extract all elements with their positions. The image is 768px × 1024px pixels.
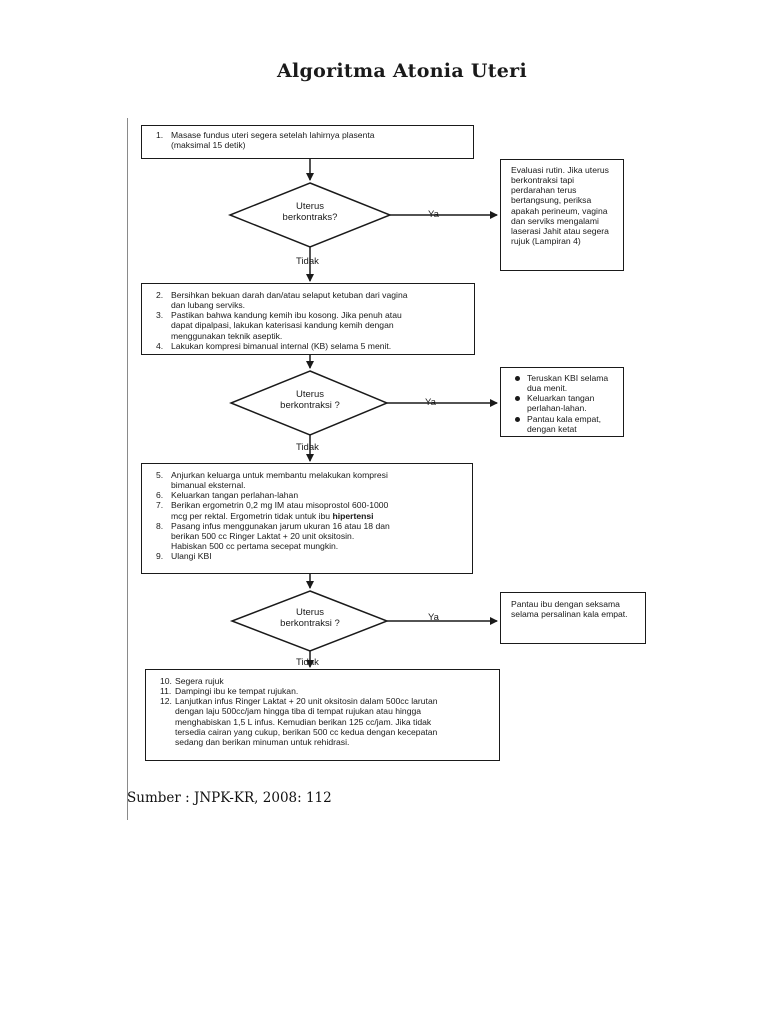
step-number: 4. [156, 340, 164, 351]
steps3-box: 5. Anjurkan keluarga untuk membantu melak… [141, 463, 473, 574]
decision1-line2: berkontraks? [282, 211, 338, 223]
step-item: 9. Ulangi KBI [156, 551, 466, 561]
step-text-line: menghabiskan 1,5 L infus. Kemudian berik… [175, 716, 432, 727]
page-title: Algoritma Atonia Uteri [276, 60, 528, 82]
yes2-box: Teruskan KBI selama dua menit.Keluarkan … [500, 367, 624, 437]
step-number: 11. [160, 686, 172, 697]
steps3-list: 5. Anjurkan keluarga untuk membantu melak… [156, 470, 466, 561]
decision3-no-label: Tidak [296, 657, 319, 668]
step-text-line: Berikan ergometrin 0,2 mg IM atau misopr… [171, 500, 389, 511]
step-item: 11.Dampingi ibu ke tempat rujukan. [160, 686, 493, 696]
step-text-line: dapat dipalpasi, lakukan katerisasi kand… [171, 320, 394, 331]
step-number: 6. [156, 490, 164, 501]
yes1-text: Evaluasi rutin. Jika uterus berkontraksi… [511, 165, 609, 246]
step-text-line: Lanjutkan infus Ringer Laktat + 20 unit … [175, 696, 438, 707]
step-item: 6. Keluarkan tangan perlahan-lahan [156, 490, 466, 500]
step-text-line: berikan 500 cc Ringer Laktat + 20 unit o… [171, 530, 355, 541]
step-item: 3. Pastikan bahwa kandung kemih ibu koson… [156, 310, 468, 340]
decision1-label: Uterus berkontraks? [260, 201, 360, 224]
step-text-line: Ulangi KBI [171, 551, 212, 562]
step-text-line: tersedia cairan yang cukup, berikan 500 … [175, 726, 438, 737]
source-citation: Sumber : JNPK-KR, 2008: 112 [127, 790, 332, 806]
decision1-yes-label: Ya [428, 209, 439, 220]
step-text-line: Keluarkan tangan perlahan-lahan [171, 490, 299, 501]
decision3-yes-label: Ya [428, 612, 439, 623]
step-number: 2. [156, 290, 164, 300]
step-item: 2. Bersihkan bekuan darah dan/atau selapu… [156, 290, 468, 310]
decision2-label: Uterus berkontraksi ? [260, 389, 360, 412]
decision1-no-label: Tidak [296, 256, 319, 267]
yes2-bullet-item: Keluarkan tangan perlahan-lahan. [515, 393, 617, 413]
step-text-line: Segera rujuk [175, 676, 224, 686]
decision2-yes-label: Ya [425, 397, 436, 408]
step-number: 12. [160, 696, 172, 707]
step-text-line: menggunakan teknik aseptik. [171, 330, 283, 341]
decision3-line1: Uterus [296, 607, 324, 618]
yes2-list: Teruskan KBI selama dua menit.Keluarkan … [509, 373, 617, 434]
yes2-bullet-item: Teruskan KBI selama dua menit. [515, 373, 617, 393]
decision2-no-label: Tidak [296, 442, 319, 453]
decision3-label: Uterus berkontraksi ? [260, 607, 360, 630]
step-number: 8. [156, 520, 164, 531]
step-text-line: Anjurkan keluarga untuk membantu melakuk… [171, 470, 388, 480]
yes2-bullet-item: Pantau kala empat, dengan ketat [515, 414, 617, 434]
step-item: 4. Lakukan kompresi bimanual internal (KB… [156, 341, 468, 351]
decision3-line2: berkontraksi ? [280, 617, 340, 629]
step-text-line: dan lubang serviks. [171, 300, 246, 311]
step-number: 3. [156, 310, 164, 321]
step-text-line: Lakukan kompresi bimanual internal (KB) … [171, 340, 392, 351]
step1-box: 1. Masase fundus uteri segera setelah lah… [141, 125, 474, 159]
decision2-line2: berkontraksi ? [280, 399, 340, 411]
step-text-line: dengan laju 500cc/jam hingga tiba di tem… [175, 706, 422, 717]
page-margin-line [127, 118, 128, 820]
step-item: 5. Anjurkan keluarga untuk membantu melak… [156, 470, 466, 490]
steps2-list: 2. Bersihkan bekuan darah dan/atau selapu… [156, 290, 468, 351]
step-text-line: bimanual eksternal. [171, 480, 246, 491]
yes1-box: Evaluasi rutin. Jika uterus berkontraksi… [500, 159, 624, 271]
step-emphasis: hipertensi [332, 510, 374, 521]
decision2-line1: Uterus [296, 389, 324, 400]
step-number: 5. [156, 470, 164, 480]
step-number: 9. [156, 551, 164, 562]
step-item: 12.Lanjutkan infus Ringer Laktat + 20 un… [160, 696, 493, 747]
step-text-line: Pastikan bahwa kandung kemih ibu kosong.… [171, 310, 402, 321]
yes3-text: Pantau ibu dengan seksama selama persali… [511, 599, 628, 620]
step-item: 7. Berikan ergometrin 0,2 mg IM atau miso… [156, 500, 466, 520]
step-text-line: Bersihkan bekuan darah dan/atau selaput … [171, 290, 408, 300]
yes3-box: Pantau ibu dengan seksama selama persali… [500, 592, 646, 644]
step-text-line: Habiskan 500 cc pertama secepat mungkin. [171, 540, 339, 551]
step-text-line: sedang dan berikan minuman untuk rehidra… [175, 736, 350, 747]
step-item: 10.Segera rujuk [160, 676, 493, 686]
step-item: 8. Pasang infus menggunakan jarum ukuran … [156, 521, 466, 551]
step-text-line: Dampingi ibu ke tempat rujukan. [175, 686, 299, 697]
step1-text: Masase fundus uteri segera setelah lahir… [171, 130, 375, 140]
decision1-line1: Uterus [296, 201, 324, 212]
step-number: 7. [156, 500, 164, 511]
step-text-line: mcg per rektal. Ergometrin tidak untuk i… [171, 510, 331, 521]
step1-subtext: (maksimal 15 detik) [171, 140, 246, 151]
steps2-box: 2. Bersihkan bekuan darah dan/atau selapu… [141, 283, 475, 355]
step-text-line: Pasang infus menggunakan jarum ukuran 16… [171, 520, 390, 531]
step-number: 1. [156, 130, 164, 140]
step-number: 10. [160, 676, 172, 686]
